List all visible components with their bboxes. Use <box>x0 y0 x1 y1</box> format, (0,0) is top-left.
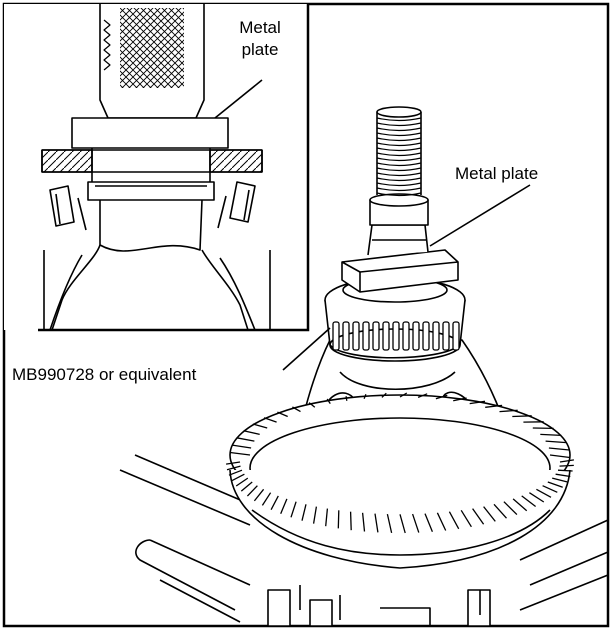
bearing-roller <box>453 322 459 350</box>
bearing-roller <box>423 322 429 350</box>
bearing-roller <box>363 322 369 350</box>
gear-tooth <box>338 510 339 528</box>
bearing-roller <box>443 322 449 350</box>
gear-tooth-back <box>346 396 347 401</box>
bearing-roller <box>413 322 419 350</box>
bearing-roller <box>433 322 439 350</box>
bearing-roller <box>333 322 339 350</box>
label-inset-plate-line1: Metal <box>239 18 281 37</box>
bearing-roller <box>383 322 389 350</box>
label-metal-plate: Metal plate <box>455 164 538 183</box>
gear-tooth-back <box>512 416 531 417</box>
bearing-roller <box>393 322 399 350</box>
bearing-roller <box>403 322 409 350</box>
bearing-roller <box>343 322 349 350</box>
label-special-tool: MB990728 or equivalent <box>12 365 197 384</box>
gear-tooth <box>558 470 573 471</box>
bearing-roller <box>353 322 359 350</box>
gear-tooth <box>351 512 352 531</box>
gear-tooth <box>560 465 574 466</box>
bearing-roller <box>373 322 379 350</box>
label-inset-plate-line2: plate <box>242 40 279 59</box>
